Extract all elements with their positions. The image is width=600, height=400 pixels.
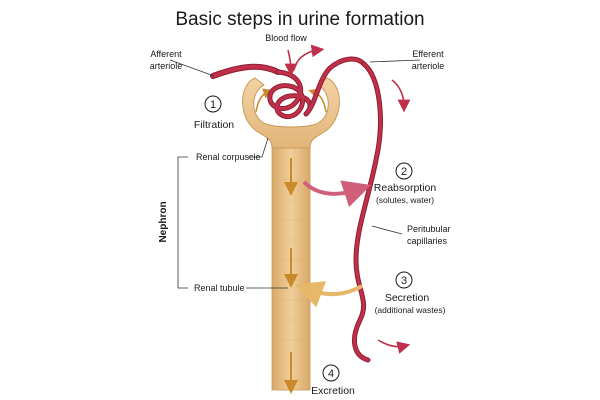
efferent-label-line2: arteriole xyxy=(412,61,445,71)
peritubular-leader xyxy=(371,225,403,235)
efferent-label-line1: Efferent xyxy=(412,49,444,59)
step-secretion: 3 Secretion (additional wastes) xyxy=(375,271,446,315)
blood-flow-out-arrow xyxy=(293,44,325,71)
blood-flow-in-arrow xyxy=(284,49,298,77)
step-detail: (additional wastes) xyxy=(375,305,446,315)
step-number: 3 xyxy=(401,275,407,287)
reabsorption-arrow xyxy=(302,180,372,208)
secretion-arrow xyxy=(295,281,363,308)
step-excretion: 4 Excretion xyxy=(311,364,355,397)
glomerulus-vessels xyxy=(210,56,383,363)
capillary-outflow-arrow xyxy=(377,339,411,354)
step-number: 1 xyxy=(210,99,216,111)
blood-flow-label: Blood flow xyxy=(265,33,307,43)
step-number-circle xyxy=(395,271,413,289)
step-number-circle xyxy=(204,95,222,113)
afferent-label-line2: arteriole xyxy=(150,61,183,71)
nephron-label: Nephron xyxy=(158,201,169,242)
step-name: Excretion xyxy=(311,385,355,397)
nephron-bracket xyxy=(177,156,188,289)
step-detail: (solutes, water) xyxy=(376,195,434,205)
peritubular-label-line2: capillaries xyxy=(407,236,448,246)
renal-corpuscle-leader xyxy=(248,137,269,158)
step-number: 2 xyxy=(401,166,407,178)
diagram-title: Basic steps in urine formation xyxy=(175,9,424,30)
step-reabsorption: 2 Reabsorption (solutes, water) xyxy=(374,162,437,205)
efferent-flow-arrow xyxy=(391,79,411,113)
step-name: Filtration xyxy=(194,119,234,131)
step-name: Reabsorption xyxy=(374,182,437,194)
step-number-circle xyxy=(395,162,413,180)
step-number: 4 xyxy=(328,368,334,380)
renal-corpuscle-label: Renal corpuscle xyxy=(196,152,261,162)
afferent-label-line1: Afferent xyxy=(150,49,182,59)
afferent-leader xyxy=(169,59,215,77)
step-name: Secretion xyxy=(385,292,430,304)
renal-tubule-label: Renal tubule xyxy=(194,283,245,293)
step-filtration: 1 Filtration xyxy=(194,95,234,131)
efferent-leader xyxy=(369,59,421,63)
step-number-circle xyxy=(322,364,340,382)
peritubular-label-line1: Peritubular xyxy=(407,224,451,234)
